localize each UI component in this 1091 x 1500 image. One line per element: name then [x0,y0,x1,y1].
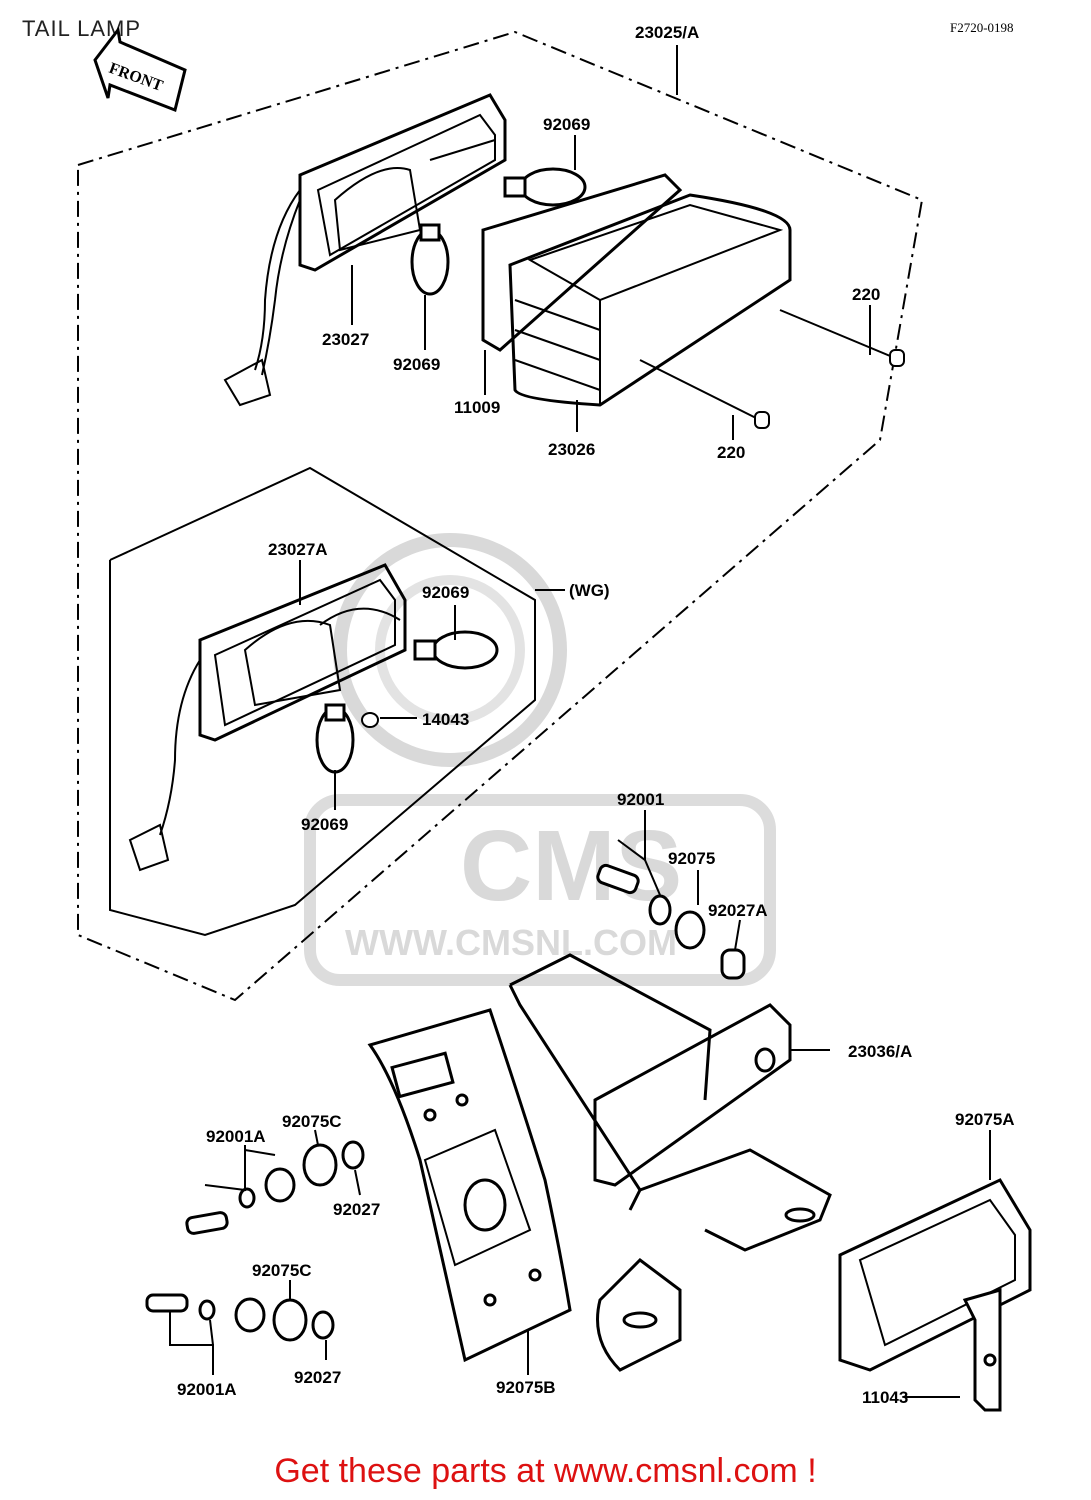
part-label-23036A: 23036/A [848,1042,912,1061]
lamp-housing-23027 [223,93,507,407]
part-label-23026: 23026 [548,440,595,459]
part-label-92069: 92069 [301,815,348,834]
bulb-icon [315,167,587,774]
part-label-92075A: 92075A [955,1110,1015,1129]
part-label-23027A: 23027A [268,540,328,559]
lens-cover-23026 [508,193,792,407]
gasket-11009 [481,173,683,352]
part-label-92075: 92075 [668,849,715,868]
part-label-92027A: 92027A [708,901,768,920]
part-label-92075C: 92075C [252,1261,312,1280]
part-label-92001A: 92001A [206,1127,266,1146]
part-label-11043: 11043 [862,1388,908,1407]
part-label-92001A: 92001A [177,1380,237,1399]
part-label-92075B: 92075B [496,1378,556,1397]
part-label-92069: 92069 [543,115,590,134]
screw-220-icon [639,309,905,429]
drawing-code: F2720-0198 [950,20,1014,35]
plate-92075B [367,1008,572,1363]
lens-92075A [838,1178,1032,1372]
bracket-23036 [508,953,832,1372]
cms-watermark: CMS WWW.CMSNL.COM [304,533,776,986]
part-label-wg: (WG) [569,581,610,600]
fastener-group-icon [596,863,746,980]
lamp-housing-23027A [128,563,407,872]
front-arrow-icon: FRONT [93,26,187,113]
part-label-11009: 11009 [454,398,500,417]
part-label-23027: 23027 [322,330,369,349]
left-fasteners-icon [145,1140,365,1342]
bracket-11043 [962,1288,1002,1412]
leader-lines [169,45,991,1398]
grommet-14043-icon [361,712,379,728]
wg-boundary [109,466,536,937]
part-label-14043: 14043 [422,710,469,729]
part-label-92027: 92027 [294,1368,341,1387]
watermark-brand: CMS [460,810,682,922]
part-label-92069: 92069 [422,583,469,602]
part-label-92027: 92027 [333,1200,380,1219]
part-label-23025A: 23025/A [635,23,699,42]
footer-link-text[interactable]: Get these parts at www.cmsnl.com ! [274,1452,817,1490]
assembly-boundary [77,30,924,1002]
watermark-url: WWW.CMSNL.COM [345,922,677,963]
part-label-220: 220 [717,443,745,462]
part-label-92069: 92069 [393,355,440,374]
part-label-220: 220 [852,285,880,304]
part-label-92001: 92001 [617,790,664,809]
part-label-92075C: 92075C [282,1112,342,1131]
